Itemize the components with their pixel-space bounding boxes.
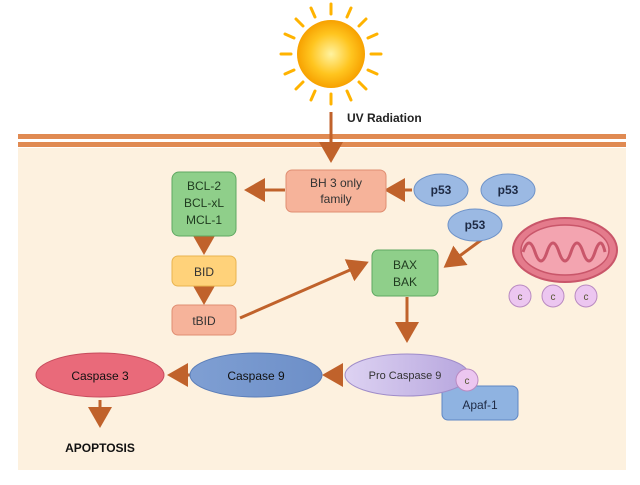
bcl2-family-box: BCL-2 BCL-xL MCL-1 — [171, 171, 237, 237]
cyto-label-bound: c — [465, 376, 470, 387]
arrow-tbid-to-bax — [239, 259, 369, 320]
sun-icon — [279, 2, 383, 106]
p53-node-1: p53 — [413, 173, 469, 207]
bh3-line1: BH 3 only — [310, 176, 362, 190]
caspase9-node: Caspase 9 — [189, 352, 323, 398]
procaspase9-label: Pro Caspase 9 — [369, 370, 442, 382]
membrane-inner-line — [18, 142, 626, 147]
cytochrome-c-3: c — [574, 284, 598, 308]
caspase3-node: Caspase 3 — [35, 352, 165, 398]
bclxl-label: BCL-xL — [184, 196, 224, 210]
p53-group: p53 p53 p53 — [413, 173, 536, 242]
membrane-outer-line — [18, 134, 626, 139]
p53-label-1: p53 — [431, 183, 452, 197]
tbid-label: tBID — [192, 314, 216, 328]
procaspase9-node: Pro Caspase 9 — [344, 353, 470, 397]
caspase9-label: Caspase 9 — [227, 369, 285, 383]
bid-box: BID — [171, 255, 237, 287]
apaf1-box: Apaf-1 — [441, 385, 519, 421]
cytochrome-c-2: c — [541, 284, 565, 308]
bax-bak-box: BAX BAK — [371, 249, 439, 297]
bh3-only-family-box: BH 3 only family — [285, 169, 387, 213]
apoptosis-label: APOPTOSIS — [65, 441, 135, 455]
bcl2-label: BCL-2 — [187, 179, 221, 193]
mcl1-label: MCL-1 — [186, 213, 222, 227]
uv-radiation-label: UV Radiation — [347, 111, 422, 125]
cyto-label-1: c — [518, 292, 523, 303]
cyto-label-3: c — [584, 292, 589, 303]
cyto-label-2: c — [551, 292, 556, 303]
apaf1-label: Apaf-1 — [462, 398, 498, 412]
tbid-box: tBID — [171, 304, 237, 336]
p53-label-3: p53 — [465, 218, 486, 232]
mitochondrion-icon — [512, 217, 618, 283]
bid-label: BID — [194, 265, 214, 279]
cytochrome-c-bound: c — [455, 368, 479, 392]
p53-node-3: p53 — [447, 208, 503, 242]
bax-label: BAX — [393, 258, 417, 272]
p53-label-2: p53 — [498, 183, 519, 197]
cytochrome-c-group: c c c — [508, 284, 598, 308]
bak-label: BAK — [393, 275, 417, 289]
p53-node-2: p53 — [480, 173, 536, 207]
cytochrome-c-1: c — [508, 284, 532, 308]
bh3-line2: family — [320, 192, 351, 206]
caspase3-label: Caspase 3 — [71, 369, 129, 383]
